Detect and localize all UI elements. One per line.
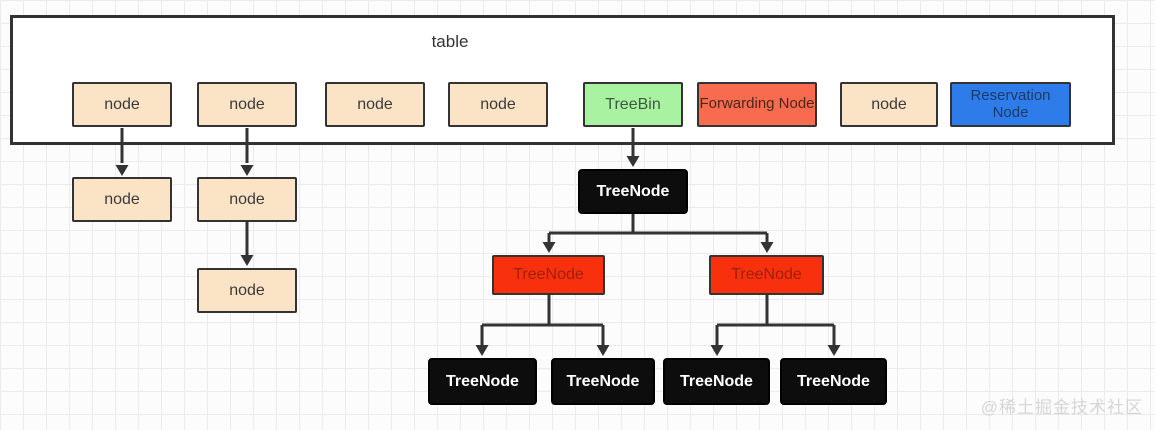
table-cell-node-6: node [840,82,938,127]
table-cell-reservation-node: Reservation Node [950,82,1071,127]
tree-root-treenode: TreeNode [578,169,688,214]
table-label: table [431,32,469,51]
tree-branch-treenode-right: TreeNode [709,255,824,295]
tree-branch-treenode-left: TreeNode [492,255,605,295]
table-cell-node-2: node [325,82,425,127]
tree-leaf-treenode-3: TreeNode [780,358,887,405]
tree-leaf-treenode-1: TreeNode [551,358,655,405]
table-cell-node-1: node [197,82,297,127]
table-cell-forwarding-node: Forwarding Node [697,82,817,127]
table-cell-node-3: node [448,82,548,127]
table-container [10,15,1115,145]
watermark-text: @稀土掘金技术社区 [980,398,1143,417]
tree-leaf-treenode-0: TreeNode [428,358,537,405]
tree-leaf-treenode-2: TreeNode [663,358,770,405]
chain-b-node-0: node [197,177,297,222]
chain-b-node-1: node [197,268,297,313]
chain-a-node-0: node [72,177,172,222]
table-cell-treebin: TreeBin [583,82,683,127]
table-cell-node-0: node [72,82,172,127]
